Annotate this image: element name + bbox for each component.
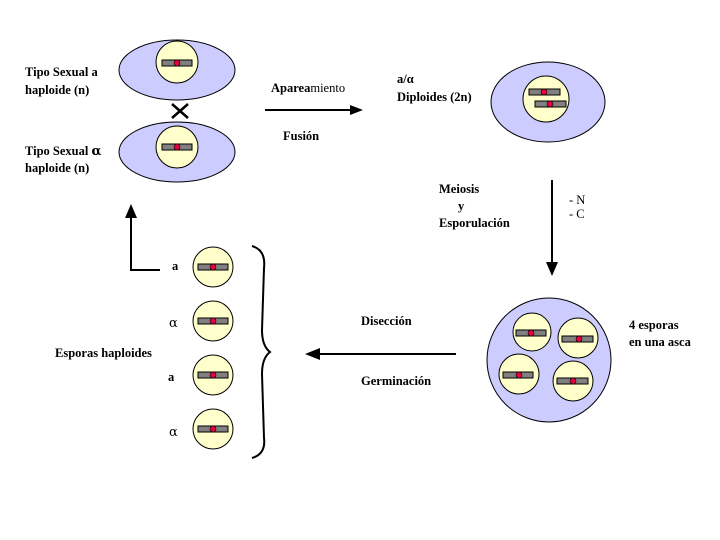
ascus-spore [557, 317, 599, 359]
spore-a-1 [192, 246, 234, 288]
ascus-spore [512, 312, 552, 352]
mating-label: Apareamiento [271, 81, 345, 95]
haploid-alpha-label-line1: Tipo Sexual α [25, 144, 101, 159]
meiosis-label-line1: Meiosis [439, 182, 479, 196]
diploid-mating-type: a/α [397, 72, 414, 86]
mating-arrow [265, 105, 363, 115]
spore-a-2 [192, 354, 234, 396]
spore-type-label: a [172, 259, 179, 273]
haploid-a-label-line2: haploide (n) [25, 83, 89, 97]
spore-type-label: α [169, 425, 178, 440]
meiosis-label-line3: Esporulación [439, 216, 510, 230]
ascus-spore [498, 353, 540, 395]
carbon-starvation-label: - C [569, 207, 585, 221]
haploid-alpha-cell [118, 121, 236, 183]
meiosis-arrow [546, 180, 558, 276]
diploid-cell [490, 61, 606, 143]
haploid-a-cell [118, 39, 236, 101]
ascus-label-line2: en una asca [629, 335, 692, 349]
haploid-spores-label: Esporas haploides [55, 346, 152, 360]
fusion-label: Fusión [283, 129, 319, 143]
spore-type-label: α [169, 316, 178, 331]
spore-alpha-1 [192, 300, 234, 342]
spore-alpha-2 [192, 408, 234, 450]
ascus-label-line1: 4 esporas [629, 318, 679, 332]
haploid-alpha-label-line2: haploide (n) [25, 161, 89, 175]
nitrogen-starvation-label: - N [569, 193, 585, 207]
ascus-spore [552, 360, 594, 402]
meiosis-label-line2: y [458, 199, 465, 213]
dissection-label: Disección [361, 314, 412, 328]
spore-type-label: a [168, 370, 175, 384]
diploid-label: Diploides (2n) [397, 90, 472, 104]
ascus [486, 297, 612, 423]
cross-mark [171, 103, 189, 119]
dissection-arrow [305, 348, 456, 360]
spores-brace [251, 245, 272, 459]
germination-label: Germinación [361, 374, 431, 388]
haploid-a-label-line1: Tipo Sexual a [25, 65, 98, 79]
return-arrow [125, 204, 160, 271]
